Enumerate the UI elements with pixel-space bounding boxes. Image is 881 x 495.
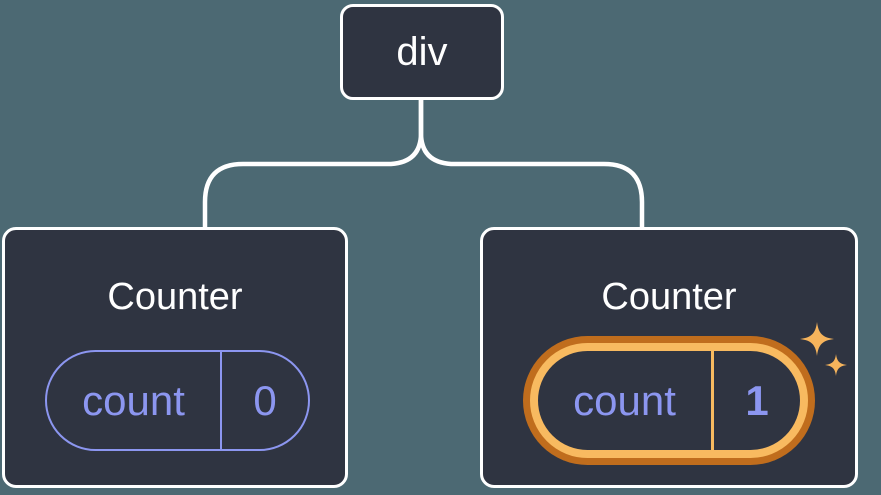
state-pill-left: count 0 (45, 350, 310, 451)
connector-left-branch (202, 97, 424, 232)
state-value-left: 0 (253, 376, 277, 424)
counter-left-title: Counter (107, 276, 243, 318)
state-key-label-right: count (573, 376, 676, 424)
counter-card-left: Counter count 0 (2, 227, 348, 488)
counter-right-title: Counter (601, 276, 737, 318)
pill-divider-left (220, 352, 222, 449)
tree-node-div-label: div (396, 30, 448, 74)
state-value-right: 1 (745, 376, 769, 424)
state-key-label-left: count (82, 376, 185, 424)
state-pill-right-highlighted: count 1 (530, 343, 808, 458)
counter-card-right-highlighted: Counter count 1 (480, 227, 858, 488)
tree-node-div: div (340, 4, 504, 100)
connector-right-branch (418, 97, 645, 232)
pill-divider-right (711, 351, 714, 450)
